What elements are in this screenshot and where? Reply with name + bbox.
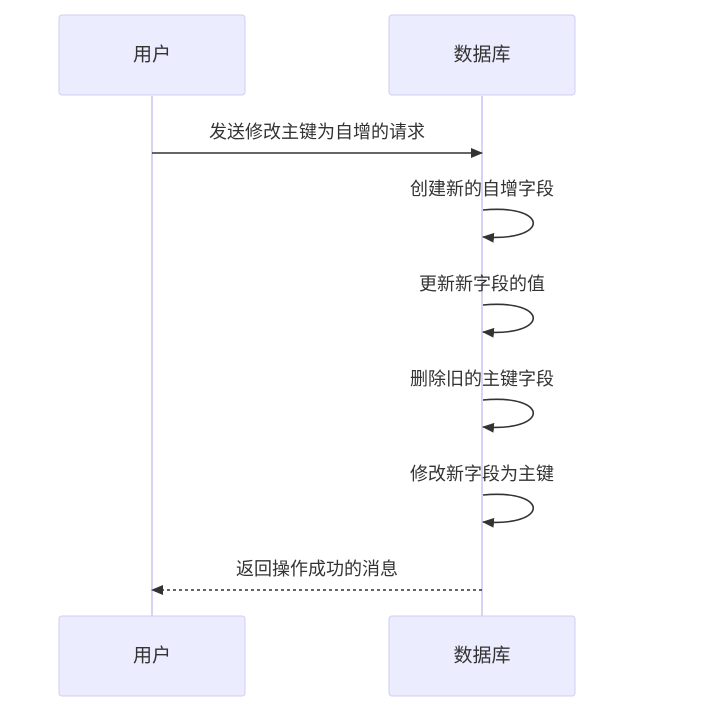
actor-user-bottom-label: 用户 <box>133 645 171 667</box>
actor-user-top: 用户 <box>58 14 246 96</box>
message-request: 发送修改主键为自增的请求 <box>152 122 483 158</box>
actor-user-top-label: 用户 <box>133 44 171 66</box>
self-loop-arrow <box>482 303 535 338</box>
message-label: 创建新的自增字段 <box>410 179 554 200</box>
message-self-4: 修改新字段为主键 <box>410 464 554 528</box>
message-label: 修改新字段为主键 <box>410 464 554 485</box>
message-label: 返回操作成功的消息 <box>236 559 398 580</box>
self-loop-arrow <box>482 398 535 433</box>
message-label: 更新新字段的值 <box>419 274 545 295</box>
self-loop-arrow <box>482 208 535 243</box>
message-response: 返回操作成功的消息 <box>151 559 482 595</box>
actor-database-bottom-label: 数据库 <box>453 645 510 667</box>
self-loop-arrow <box>482 493 535 528</box>
message-label: 删除旧的主键字段 <box>410 369 554 390</box>
actor-database-top-label: 数据库 <box>453 44 510 66</box>
message-self-2: 更新新字段的值 <box>419 274 545 338</box>
actor-database-top: 数据库 <box>388 14 576 96</box>
actor-user-bottom: 用户 <box>58 615 246 697</box>
message-self-3: 删除旧的主键字段 <box>410 369 554 433</box>
message-label: 发送修改主键为自增的请求 <box>209 122 425 143</box>
message-self-1: 创建新的自增字段 <box>410 179 554 243</box>
actor-database-bottom: 数据库 <box>388 615 576 697</box>
